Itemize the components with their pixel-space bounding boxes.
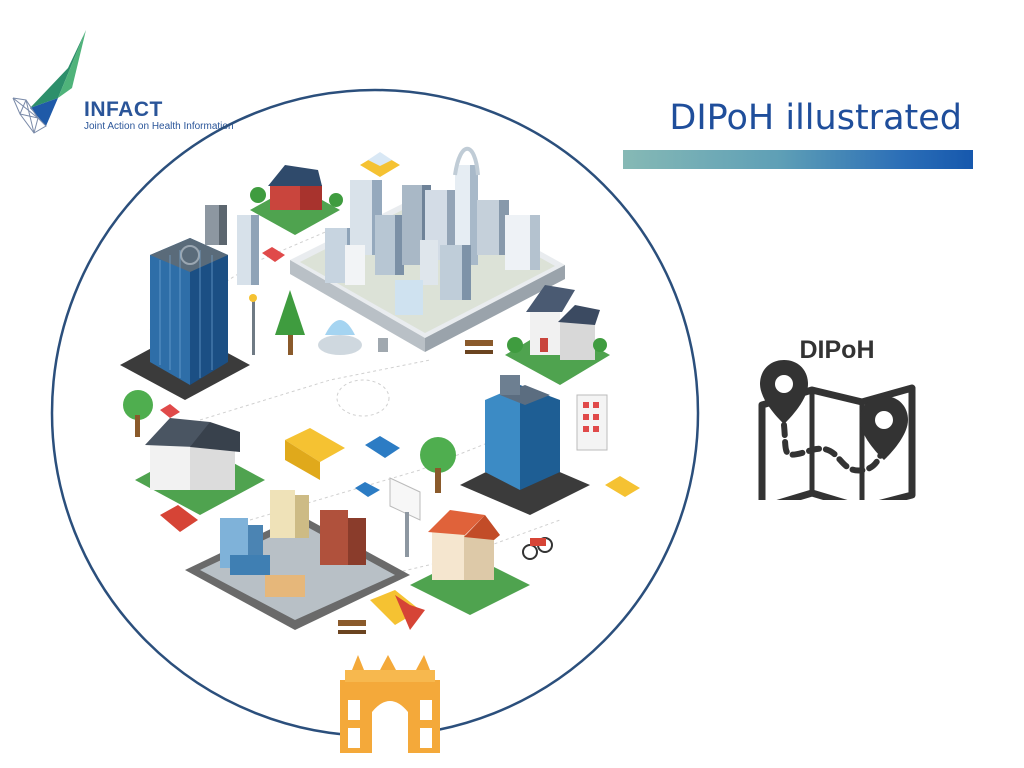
grey-house-right (505, 285, 610, 385)
bench (338, 340, 493, 634)
info-kiosk (576, 394, 608, 451)
vehicles (160, 247, 640, 630)
trees (123, 290, 456, 493)
title-gradient-bar (623, 150, 973, 169)
billboard (389, 477, 421, 557)
small-towers (205, 205, 259, 285)
logo-subtitle: Joint Action on Health Information (84, 121, 234, 132)
gateway-landmark-icon (340, 655, 440, 753)
fountain (318, 320, 362, 355)
dipoh-map-icon: DIPoH (752, 330, 922, 512)
page-title: DIPoH illustrated (669, 98, 962, 138)
downtown-block (290, 146, 565, 352)
orange-house (410, 510, 530, 615)
street-pole (249, 294, 388, 355)
logo-brand: INFACT (84, 98, 163, 121)
blue-skyscraper (120, 238, 250, 400)
glass-office (460, 375, 590, 515)
infact-logo: INFACT Joint Action on Health Informatio… (8, 28, 238, 158)
infact-logo-mark-icon (12, 30, 86, 134)
red-house (250, 165, 343, 235)
white-house-left (135, 418, 265, 515)
dipoh-label: DIPoH (799, 336, 875, 364)
urban-block (185, 490, 410, 630)
taxi-top (360, 152, 400, 177)
